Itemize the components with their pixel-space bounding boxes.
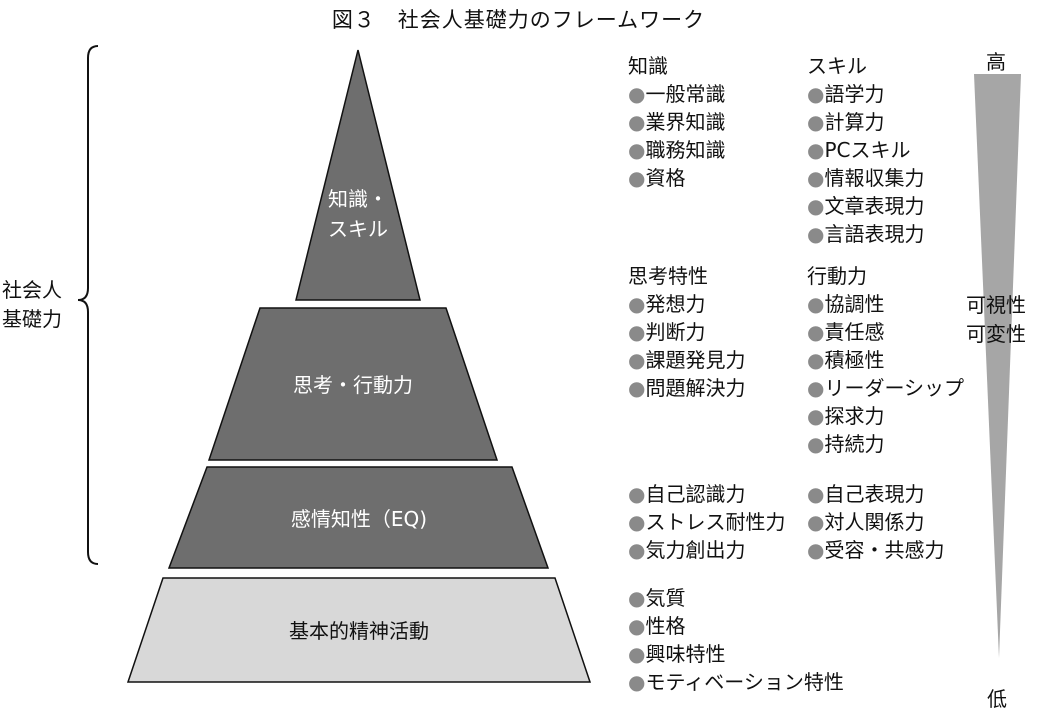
list-item: ●情報収集力: [807, 166, 925, 190]
group-heading: 知識: [628, 54, 668, 78]
list-item: ●気力創出力: [628, 538, 746, 562]
scale-labels: 可視性 可変性: [966, 291, 1026, 349]
list-item: ●興味特性: [628, 642, 726, 666]
list-item: ●自己表現力: [807, 482, 925, 506]
bullet-icon: ●: [807, 538, 825, 562]
list-item: ●性格: [628, 614, 686, 638]
pyramid-tier-basic-mental: [126, 577, 592, 683]
scale-high-label: 高: [986, 50, 1006, 74]
bullet-icon: ●: [807, 482, 825, 506]
bullet-icon: ●: [807, 510, 825, 534]
list-item: ●対人関係力: [807, 510, 925, 534]
scale-low-label: 低: [987, 687, 1007, 711]
group-base: ●気質 ●性格 ●興味特性 ●モティベーション特性: [628, 584, 844, 696]
bullet-icon: ●: [628, 538, 646, 562]
group-heading: 思考特性: [628, 264, 708, 288]
bullet-icon: ●: [628, 670, 646, 694]
tier-label-knowledge-skill: 知識・ スキル: [328, 187, 388, 241]
bullet-icon: ●: [807, 82, 825, 106]
bullet-icon: ●: [807, 404, 825, 428]
list-item: ●課題発見力: [628, 348, 746, 372]
list-item: ●判断力: [628, 320, 706, 344]
group-heading: スキル: [807, 54, 867, 78]
list-item: ●言語表現力: [807, 222, 925, 246]
group-knowledge: 知識 ●一般常識 ●業界知識 ●職務知識 ●資格: [628, 52, 725, 192]
list-item: ●協調性: [807, 292, 885, 316]
bullet-icon: ●: [807, 110, 825, 134]
tier-label-thinking-action: 思考・行動力: [293, 373, 413, 397]
changeability-label: 可変性: [966, 322, 1026, 346]
bullet-icon: ●: [628, 642, 646, 666]
list-item: ●発想力: [628, 292, 706, 316]
bullet-icon: ●: [807, 376, 825, 400]
bullet-icon: ●: [628, 110, 646, 134]
tier-label-basic-mental: 基本的精神活動: [289, 619, 429, 643]
pyramid-tier-knowledge-skill: [295, 49, 421, 301]
group-action: 行動力 ●協調性 ●責任感 ●積極性 ●リーダーシップ ●探求力 ●持続力: [807, 262, 989, 458]
tier-label-eq: 感情知性（EQ): [290, 507, 428, 531]
bullet-icon: ●: [807, 194, 825, 218]
figure-title: 図３ 社会人基礎力のフレームワーク: [331, 8, 706, 32]
bullet-icon: ●: [628, 510, 646, 534]
list-item: ●業界知識: [628, 110, 726, 134]
list-item: ●職務知識: [628, 138, 726, 162]
list-item: ●積極性: [807, 348, 885, 372]
bullet-icon: ●: [628, 376, 646, 400]
bullet-icon: ●: [628, 482, 646, 506]
bullet-icon: ●: [628, 320, 646, 344]
bullet-icon: ●: [807, 138, 825, 162]
bullet-icon: ●: [807, 320, 825, 344]
bullet-icon: ●: [807, 348, 825, 372]
scale-wedge: [974, 74, 1021, 658]
list-item: ●受容・共感力: [807, 538, 945, 562]
group-eq-left: ●自己認識力 ●ストレス耐性力 ●気力創出力: [628, 480, 785, 564]
bullet-icon: ●: [628, 82, 646, 106]
list-item: ●文章表現力: [807, 194, 925, 218]
bullet-icon: ●: [807, 166, 825, 190]
bullet-icon: ●: [807, 292, 825, 316]
bullet-icon: ●: [807, 222, 825, 246]
list-item: ●資格: [628, 166, 686, 190]
group-eq-right: ●自己表現力 ●対人関係力 ●受容・共感力: [807, 480, 944, 564]
group-heading: 行動力: [807, 264, 867, 288]
list-item: ●PCスキル: [807, 138, 911, 162]
visibility-label: 可視性: [966, 293, 1026, 317]
bullet-icon: ●: [807, 432, 825, 456]
list-item: ●気質: [628, 586, 686, 610]
bullet-icon: ●: [628, 348, 646, 372]
bullet-icon: ●: [628, 138, 646, 162]
group-thinking: 思考特性 ●発想力 ●判断力 ●課題発見力 ●問題解決力: [628, 262, 745, 402]
list-item: ●語学力: [807, 82, 885, 106]
pyramid-tier-eq: [167, 466, 550, 569]
list-item: ●探求力: [807, 404, 885, 428]
list-item: ●自己認識力: [628, 482, 746, 506]
list-item: ●問題解決力: [628, 376, 746, 400]
bullet-icon: ●: [628, 166, 646, 190]
group-skill: スキル ●語学力 ●計算力 ●PCスキル ●情報収集力 ●文章表現力 ●言語表現…: [807, 52, 924, 248]
list-item: ●責任感: [807, 320, 885, 344]
list-item: ●モティベーション特性: [628, 670, 844, 694]
bullet-icon: ●: [628, 292, 646, 316]
side-label: 社会人 基礎力: [2, 278, 62, 331]
bullet-icon: ●: [628, 614, 646, 638]
list-item: ●計算力: [807, 110, 885, 134]
list-item: ●リーダーシップ: [807, 376, 965, 400]
brace: [77, 45, 99, 565]
list-item: ●持続力: [807, 432, 885, 456]
list-item: ●ストレス耐性力: [628, 510, 786, 534]
list-item: ●一般常識: [628, 82, 726, 106]
pyramid-tier-thinking-action: [207, 307, 499, 461]
bullet-icon: ●: [628, 586, 646, 610]
